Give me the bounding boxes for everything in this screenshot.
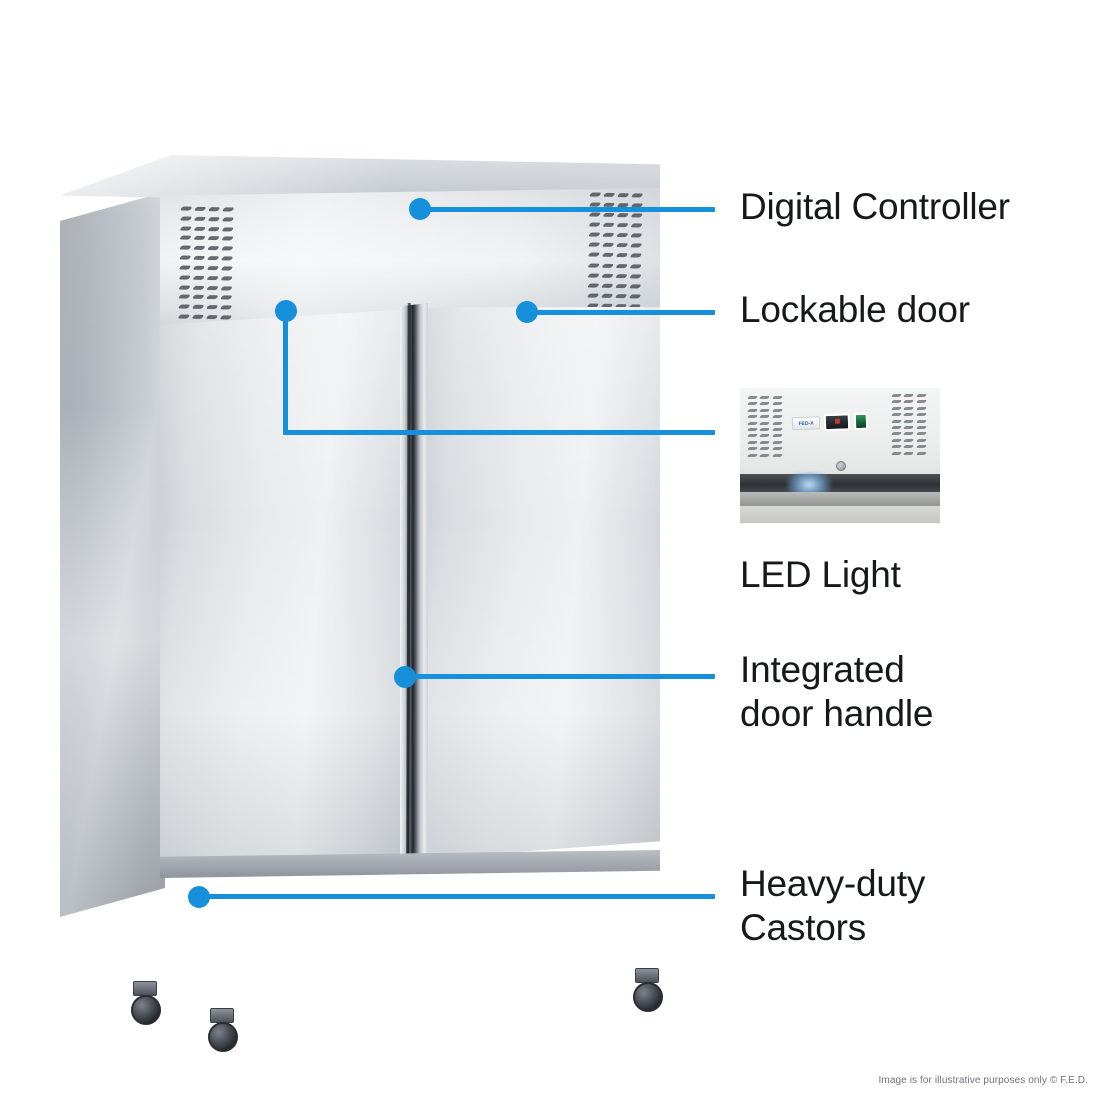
inset-fed-x-logo-badge: FED-X (791, 416, 821, 431)
inset-lock-screw-icon (836, 461, 846, 471)
callout-line-lock-left-horizontal (283, 430, 715, 435)
callout-line-door-handle (405, 674, 715, 679)
led-light-inset-photo: FED-X (740, 388, 940, 523)
door-left[interactable] (160, 309, 405, 867)
inset-green-led-icon (853, 412, 869, 431)
castor-bracket (210, 1008, 234, 1023)
product-image: FED-X (55, 145, 675, 1052)
castor-front-right (633, 968, 663, 1012)
callout-line-castors (199, 894, 715, 899)
callout-line-digital-controller (420, 207, 715, 212)
cabinet-side-panel (60, 192, 165, 917)
castor-bracket (635, 968, 659, 983)
inset-vent-right-icon (890, 394, 927, 456)
castor-wheel (131, 995, 161, 1025)
castor-wheel (633, 982, 663, 1012)
callout-label-lockable-door: Lockable door (740, 289, 970, 330)
vent-louvers-left (177, 206, 235, 322)
callout-label-led-light: LED Light (740, 554, 901, 595)
castor-wheel (208, 1022, 238, 1052)
callout-label-castors: Heavy-duty Castors (740, 863, 926, 948)
callout-label-digital-controller: Digital Controller (740, 186, 1010, 227)
callout-label-door-handle: Integrated door handle (740, 649, 934, 734)
inset-controller-cluster: FED-X (791, 412, 869, 433)
integrated-door-handle-channel[interactable] (400, 303, 428, 869)
inset-shelf-edge (740, 492, 940, 508)
door-right[interactable] (420, 307, 660, 860)
callout-line-lock-left-vertical (283, 310, 288, 435)
inset-temperature-display (823, 413, 851, 432)
castor-bracket (133, 981, 157, 996)
castor-front-left (208, 1008, 238, 1052)
callout-line-lockable-door (527, 310, 715, 315)
disclaimer-footer: Image is for illustrative purposes only … (878, 1075, 1088, 1086)
inset-vent-left-icon (746, 396, 783, 458)
inset-floor (740, 506, 940, 523)
castor-back-left (131, 981, 161, 1025)
